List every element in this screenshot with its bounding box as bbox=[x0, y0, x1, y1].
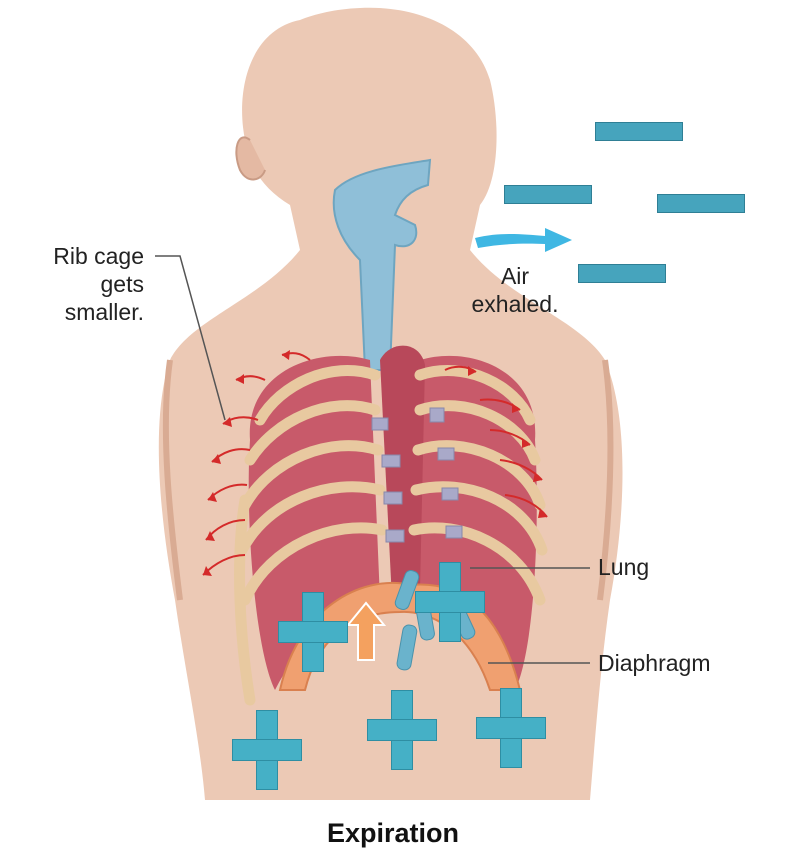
air-label-line2: exhaled. bbox=[440, 290, 590, 318]
plus-marker-3[interactable] bbox=[232, 710, 302, 790]
plus-marker-5[interactable] bbox=[476, 688, 546, 768]
answer-box-4[interactable] bbox=[578, 264, 666, 283]
diaphragm-label: Diaphragm bbox=[598, 649, 711, 677]
air-exhaled-label: Air exhaled. bbox=[440, 262, 590, 318]
rib-cage-label-line3: smaller. bbox=[18, 298, 144, 326]
plus-marker-2[interactable] bbox=[415, 562, 485, 642]
lung-label: Lung bbox=[598, 553, 649, 581]
answer-box-1[interactable] bbox=[595, 122, 683, 141]
rib-cage-label-line2: gets bbox=[18, 270, 144, 298]
exhale-arrow-icon bbox=[475, 228, 572, 252]
answer-box-2[interactable] bbox=[504, 185, 592, 204]
rib-cage-label-line1: Rib cage bbox=[18, 242, 144, 270]
air-label-line1: Air bbox=[440, 262, 590, 290]
plus-marker-1[interactable] bbox=[278, 592, 348, 672]
plus-marker-4[interactable] bbox=[367, 690, 437, 770]
rib-cage-label: Rib cage gets smaller. bbox=[18, 242, 144, 326]
answer-box-3[interactable] bbox=[657, 194, 745, 213]
diagram-title: Expiration bbox=[0, 818, 786, 849]
